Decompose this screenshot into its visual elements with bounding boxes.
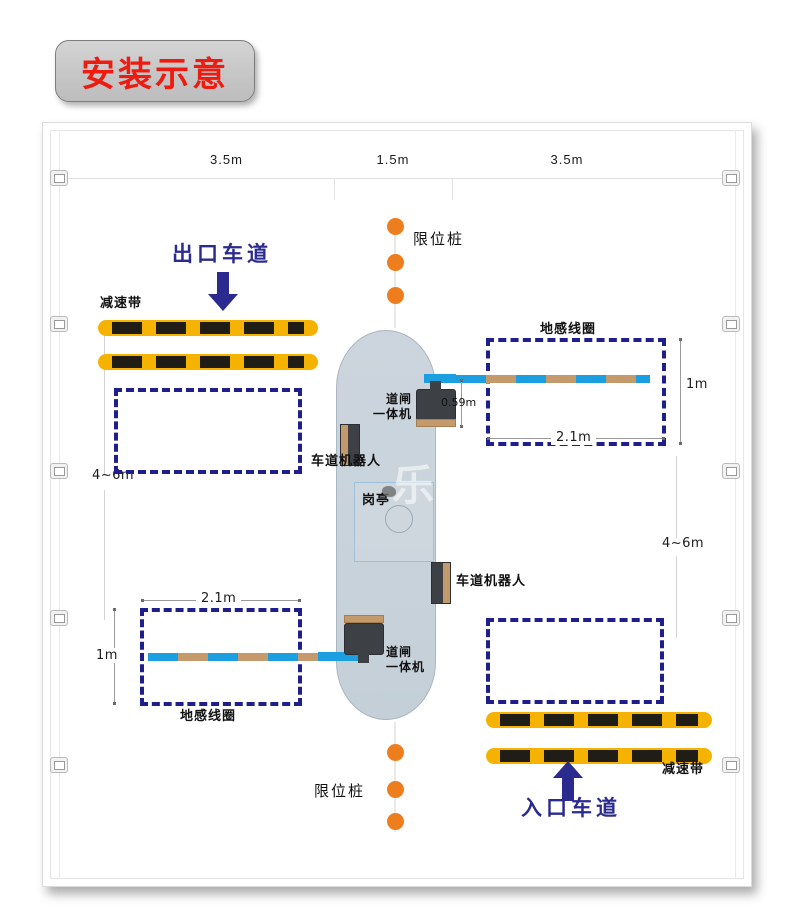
speed-bump-top-2-stripes [112,356,304,368]
lane-robot-lower-right-label: 车道机器人 [456,574,527,589]
dimension-label-46m-right: 4~6m [662,536,705,551]
boom-stub-bottom [318,652,358,661]
limit-post-dot-bottom-2 [387,781,404,798]
gate-machine-bottom-label: 道闸 一体机 [386,645,446,675]
dimension-top-center: 1.5m [376,152,410,167]
limit-post-line-bottom [394,722,396,832]
gate-machine-bottom-label-line1: 道闸 [386,645,413,659]
lane-robot-upper-left-dark [348,425,359,465]
dimension-line-059m [461,381,462,427]
dimension-ext-left-upper [104,330,105,475]
gate-machine-top-label: 道闸 一体机 [352,392,412,422]
dimension-line-1m-top [680,340,681,444]
dimension-tick-1m-top-b [679,442,682,445]
dimension-tick-21m-bottom-right [298,599,301,602]
dimension-ext-right-lower [676,556,677,638]
speed-bump-bottom-label: 减速带 [662,762,705,777]
guard-booth-label: 岗亭 [362,493,391,508]
edge-handle-right-5[interactable] [722,757,740,773]
speed-bump-bottom-1 [486,712,712,728]
dimension-tick-059m-b [460,425,463,428]
lane-robot-lower-right [431,562,451,604]
edge-handle-left-5[interactable] [50,757,68,773]
dimension-tick-1m-top-a [679,338,682,341]
dimension-top-left: 3.5m [210,152,243,167]
title-badge-label: 安装示意 [81,54,229,95]
edge-handle-right-3[interactable] [722,463,740,479]
limit-post-bottom-label: 限位桩 [314,782,366,800]
gate-machine-top-neck [430,381,441,391]
limit-post-dot-top-1 [387,218,404,235]
lane-robot-upper-left-label: 车道机器人 [311,454,382,469]
dimension-tick-21m-top-left [487,437,490,440]
edge-handle-right-2[interactable] [722,316,740,332]
guard-booth-circle-icon [385,505,413,533]
speed-bump-top-1-stripes [112,322,304,334]
edge-handle-left-1[interactable] [50,170,68,186]
limit-post-dot-top-2 [387,254,404,271]
entrance-lane-label: 入口车道 [521,796,621,820]
gate-machine-bottom-cap [344,615,384,623]
induction-loop-bottom-right [486,618,664,704]
edge-handle-left-2[interactable] [50,316,68,332]
speed-bump-top-label: 减速带 [100,296,143,311]
edge-handle-right-4[interactable] [722,610,740,626]
dimension-ext-left-lower [104,490,105,620]
arrow-down-icon [208,272,238,311]
gate-machine-bottom-neck [358,653,369,663]
dimension-label-21m-bottom: 2.1m [196,591,242,606]
dimension-label-21m-top: 2.1m [551,430,597,445]
speed-bump-bottom-1-stripes [500,714,698,726]
arrow-up-icon [553,761,583,801]
canvas-rail-right [735,130,736,879]
watermark-blot [382,486,396,497]
dimension-top-right: 3.5m [550,152,584,167]
limit-post-top-label: 限位桩 [413,230,465,248]
limit-post-dot-top-3 [387,287,404,304]
gate-machine-bottom-label-line2: 一体机 [386,660,426,674]
boom-stub-top [424,374,456,383]
boom-arm-bottom [148,653,338,661]
lane-robot-lower-right-dark [432,563,443,603]
gate-machine-top-label-line2: 一体机 [372,407,412,421]
top-ruler-line [59,178,733,179]
induction-loop-top-right-label: 地感线圈 [540,322,597,337]
gate-machine-top-body [416,389,456,421]
limit-post-line-top [394,218,396,328]
limit-post-dot-bottom-3 [387,813,404,830]
dimension-tick-21m-bottom-left [141,599,144,602]
speed-bump-bottom-2-stripes [500,750,698,762]
gate-machine-bottom-body [344,623,384,655]
gate-machine-top-label-line1: 道闸 [385,392,412,406]
lane-robot-upper-left [340,424,360,466]
gate-machine-top-cap [416,419,456,427]
lane-robot-lower-right-tan [443,563,450,603]
dimension-label-1m-bottom: 1m [96,648,118,663]
top-ruler-tick-2 [452,178,453,200]
dimension-ext-right-upper [676,456,677,538]
dimension-tick-059m-a [460,379,463,382]
boom-arm-top [456,375,650,383]
title-badge: 安装示意 [55,40,255,102]
dimension-label-059m: 0.59m [441,396,477,409]
induction-loop-top-left [114,388,302,474]
speed-bump-top-1 [98,320,318,336]
top-ruler-tick-1 [334,178,335,200]
edge-handle-right-1[interactable] [722,170,740,186]
edge-handle-left-3[interactable] [50,463,68,479]
dimension-tick-1m-bottom-a [113,608,116,611]
speed-bump-bottom-2 [486,748,712,764]
dimension-tick-21m-top-right [662,437,665,440]
dimension-label-1m-top: 1m [686,375,708,394]
canvas-rail-left [59,130,60,879]
edge-handle-left-4[interactable] [50,610,68,626]
speed-bump-top-2 [98,354,318,370]
lane-robot-upper-left-tan [341,425,348,465]
induction-loop-bottom-left-label: 地感线圈 [180,709,237,724]
dimension-tick-1m-bottom-b [113,702,116,705]
limit-post-dot-bottom-1 [387,744,404,761]
exit-lane-label: 出口车道 [172,242,272,266]
